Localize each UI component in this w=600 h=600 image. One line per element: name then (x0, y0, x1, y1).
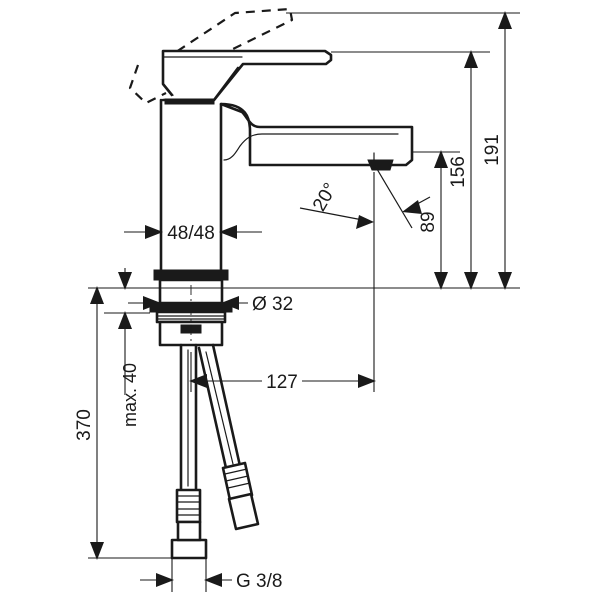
dimension-label-g38: G 3/8 (236, 571, 282, 592)
dimension-label-89: 89 (418, 211, 439, 232)
spout-outlet-aerator (367, 152, 394, 171)
dimension-370: 370 (74, 286, 172, 560)
dimension-156: 156 (331, 50, 490, 290)
dimension-127: 127 (189, 172, 376, 393)
dimension-label-20-deg: 20° (309, 180, 342, 215)
flexible-hose-angled (197, 343, 260, 531)
lever-shadow (164, 98, 215, 105)
dimension-20-deg: 20° (299, 163, 431, 229)
lever-open-position-ghost (128, 7, 294, 105)
dimension-g38: G 3/8 (140, 558, 282, 592)
dimension-label-dia-32: Ø 32 (252, 294, 293, 315)
dimension-label-max-40: max. 40 (120, 363, 140, 427)
dimension-label-370: 370 (74, 409, 95, 441)
spout-body (219, 102, 414, 167)
dimension-48-48: 48/48 (124, 213, 262, 272)
dimension-label-48-48: 48/48 (167, 223, 215, 244)
dimension-label-191: 191 (482, 134, 503, 166)
dimension-max-40: max. 40 (104, 268, 150, 427)
faucet-column (159, 98, 223, 272)
faucet-illustration (128, 7, 414, 560)
dimension-label-127: 127 (266, 372, 298, 393)
dimension-89: 89 (412, 150, 460, 290)
dimension-191: 191 (286, 11, 520, 290)
dimension-dia-32: Ø 32 (128, 294, 293, 315)
dimension-label-156: 156 (448, 156, 469, 188)
